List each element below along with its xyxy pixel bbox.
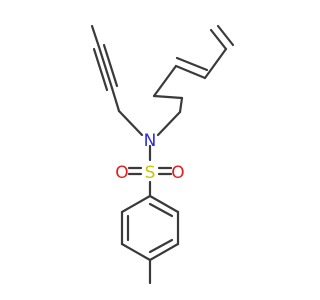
atom-sulfur: S: [145, 163, 156, 183]
atom-nitrogen: N: [144, 131, 157, 151]
bond-alkyne-triple-2: [92, 47, 109, 92]
bond-chain-2: [152, 94, 184, 100]
bond-chain-5: [203, 47, 228, 80]
bond-alkyne-triple-3: [102, 43, 119, 88]
ring-bond-3: [148, 242, 180, 262]
bond-ch2-n-left: [117, 109, 144, 137]
bond-ch3-alkyne: [90, 24, 101, 49]
atom-oxygen-right: O: [171, 163, 184, 183]
atom-oxygen-left: O: [115, 163, 128, 183]
structure-diagram: N S O O: [90, 24, 235, 285]
bond-chain-1: [178, 96, 184, 114]
bond-double-3-4-b: [175, 56, 209, 72]
bond-alkyne-ch2: [110, 86, 121, 113]
bond-double-5-6-b: [216, 24, 235, 47]
bond-alkyne-triple-1: [97, 45, 114, 90]
ring-inner-double-1: [148, 202, 174, 218]
bonds: [90, 24, 235, 285]
atom-labels: N S O O: [115, 131, 184, 183]
ring-bond-1: [148, 194, 180, 214]
bond-double-3-4-a: [174, 64, 207, 80]
bond-double-5-6-a: [209, 28, 228, 51]
bond-chain-3: [152, 64, 178, 98]
ring-bond-4: [120, 242, 152, 262]
ring-inner-double-2: [148, 238, 174, 254]
bond-n-ch2-right: [156, 110, 182, 137]
molecule-canvas: N S O O: [90, 24, 235, 285]
ring-bond-6: [120, 194, 152, 214]
